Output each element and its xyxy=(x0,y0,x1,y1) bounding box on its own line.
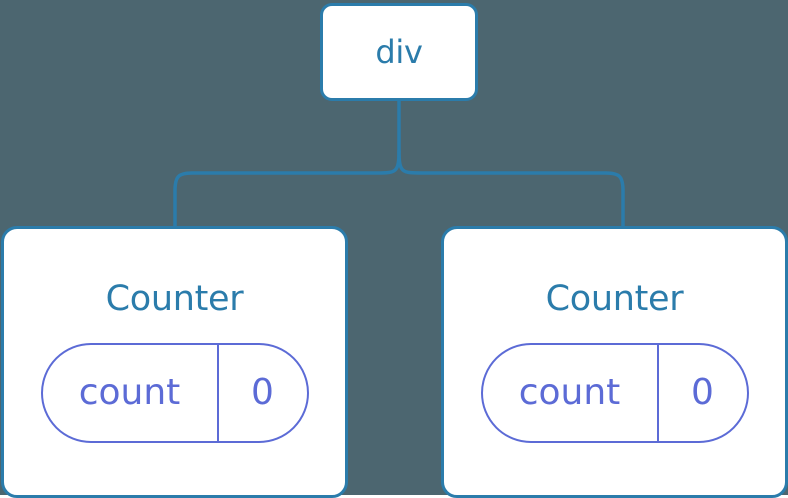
edge-to-counter-left xyxy=(173,149,401,228)
edge-to-counter-right xyxy=(397,149,625,228)
node-counter-left-label: Counter xyxy=(105,279,244,319)
node-counter-right[interactable]: Counter count 0 xyxy=(441,226,788,498)
state-pill-left[interactable]: count 0 xyxy=(40,343,309,443)
node-div-label: div xyxy=(375,33,423,71)
node-div[interactable]: div xyxy=(320,3,478,101)
state-key-left: count xyxy=(43,345,219,441)
state-key-right: count xyxy=(483,345,659,441)
state-pill-right[interactable]: count 0 xyxy=(480,343,749,443)
node-counter-right-label: Counter xyxy=(545,279,684,319)
node-counter-left[interactable]: Counter count 0 xyxy=(1,226,348,498)
state-value-left: 0 xyxy=(251,372,274,413)
state-value-right: 0 xyxy=(691,372,714,413)
